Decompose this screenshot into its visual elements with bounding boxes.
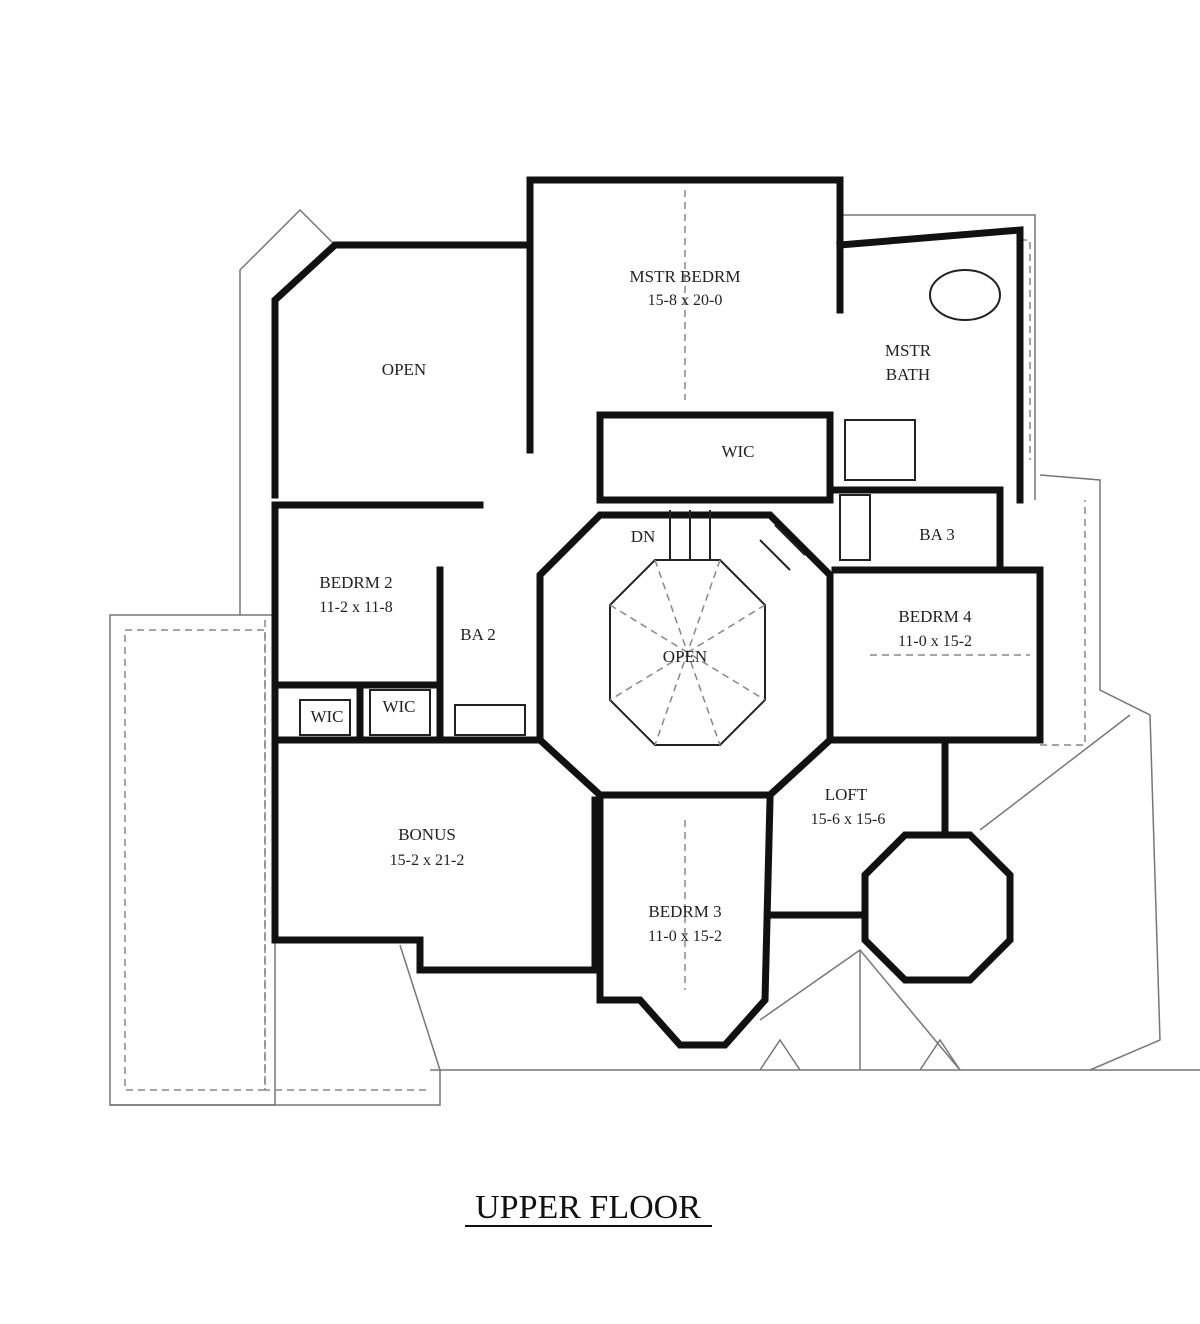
room-bonus-size: 15-2 x 21-2 <box>390 852 465 869</box>
room-wic-master: WIC <box>721 442 754 461</box>
room-bedrm4-size: 11-0 x 15-2 <box>898 633 972 650</box>
room-bedrm2: BEDRM 2 <box>319 573 392 592</box>
room-wic-right: WIC <box>382 697 415 716</box>
stairs-down-label: DN <box>631 527 656 546</box>
room-loft-size: 15-6 x 15-6 <box>811 811 886 828</box>
room-mstr-bedrm: MSTR BEDRM <box>630 267 741 286</box>
room-open-center: OPEN <box>663 647 707 666</box>
room-bedrm4: BEDRM 4 <box>898 607 972 626</box>
room-bedrm3-size: 11-0 x 15-2 <box>648 928 722 945</box>
room-bonus: BONUS <box>398 825 456 844</box>
room-loft: LOFT <box>825 785 868 804</box>
room-wic-left: WIC <box>310 707 343 726</box>
room-mstr-bath-line2: BATH <box>886 365 930 384</box>
room-open-left: OPEN <box>382 360 426 379</box>
walls <box>271 176 1044 1049</box>
room-ba2: BA 2 <box>460 625 495 644</box>
room-labels: MSTR BEDRM 15-8 x 20-0 OPEN MSTR BATH WI… <box>310 267 972 945</box>
room-mstr-bedrm-size: 15-8 x 20-0 <box>648 292 723 309</box>
room-mstr-bath-line1: MSTR <box>885 341 932 360</box>
room-bedrm2-size: 11-2 x 11-8 <box>319 599 392 616</box>
room-ba3: BA 3 <box>919 525 954 544</box>
plan-title: UPPER FLOOR <box>475 1189 701 1226</box>
interior-fixtures <box>299 190 1030 990</box>
room-bedrm3: BEDRM 3 <box>648 902 721 921</box>
